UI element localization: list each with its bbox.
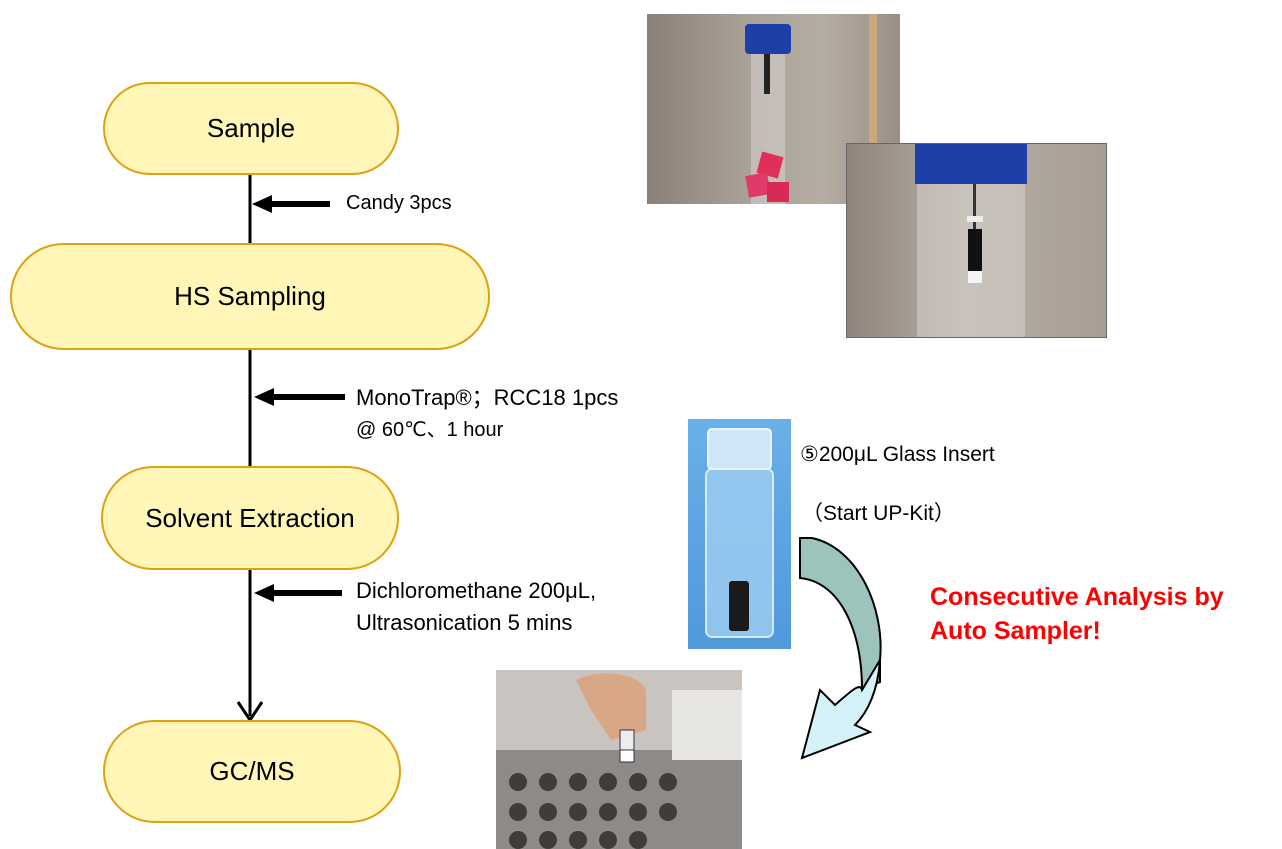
step-dichloromethane: Dichloromethane 200μL, Ultrasonication 5… <box>356 575 596 639</box>
vial-monotrap-photo <box>846 143 1107 338</box>
vial-monotrap-drawing <box>915 144 1027 337</box>
node-gcms: GC/MS <box>103 720 401 823</box>
node-hs-sampling: HS Sampling <box>10 243 490 350</box>
consecutive-analysis-note: Consecutive Analysis by Auto Sampler! <box>930 580 1224 648</box>
node-hs-sampling-label: HS Sampling <box>174 281 326 311</box>
glass-insert-drawing <box>705 428 774 638</box>
step-monotrap-line-2: @ 60℃、1 hour <box>356 419 504 441</box>
note-line-2: Auto Sampler! <box>930 617 1101 645</box>
step-dichloromethane-line-1: Dichloromethane 200μL, <box>356 578 597 603</box>
node-sample: Sample <box>103 82 399 175</box>
node-solvent-extraction-label: Solvent Extraction <box>145 502 355 533</box>
node-sample-label: Sample <box>206 113 296 143</box>
step-monotrap: MonoTrap®；RCC18 1pcs @ 60℃、1 hour <box>356 382 618 446</box>
step-monotrap-line-1: MonoTrap®；RCC18 1pcs <box>356 385 619 410</box>
insert-kit-caption: （Start UP-Kit） <box>802 502 955 525</box>
node-gcms-label: GC/MS <box>209 756 295 786</box>
vial-candy-drawing <box>745 14 877 204</box>
input-arrow-1-head <box>252 195 272 213</box>
step-dichloromethane-line-2: Ultrasonication 5 mins <box>356 610 573 635</box>
autosampler-photo <box>496 670 742 849</box>
input-arrow-3-head <box>254 584 274 602</box>
note-line-1: Consecutive Analysis by <box>930 583 1224 611</box>
glass-insert-photo <box>688 419 791 649</box>
node-solvent-extraction: Solvent Extraction <box>101 466 399 570</box>
step-candy: Candy 3pcs <box>346 187 452 219</box>
insert-caption: ⑤200μL Glass Insert <box>800 443 995 466</box>
autosampler-drawing <box>496 673 742 849</box>
input-arrow-2-head <box>254 388 274 406</box>
step-candy-line: Candy 3pcs <box>346 192 452 214</box>
curved-arrow-icon <box>799 537 882 760</box>
